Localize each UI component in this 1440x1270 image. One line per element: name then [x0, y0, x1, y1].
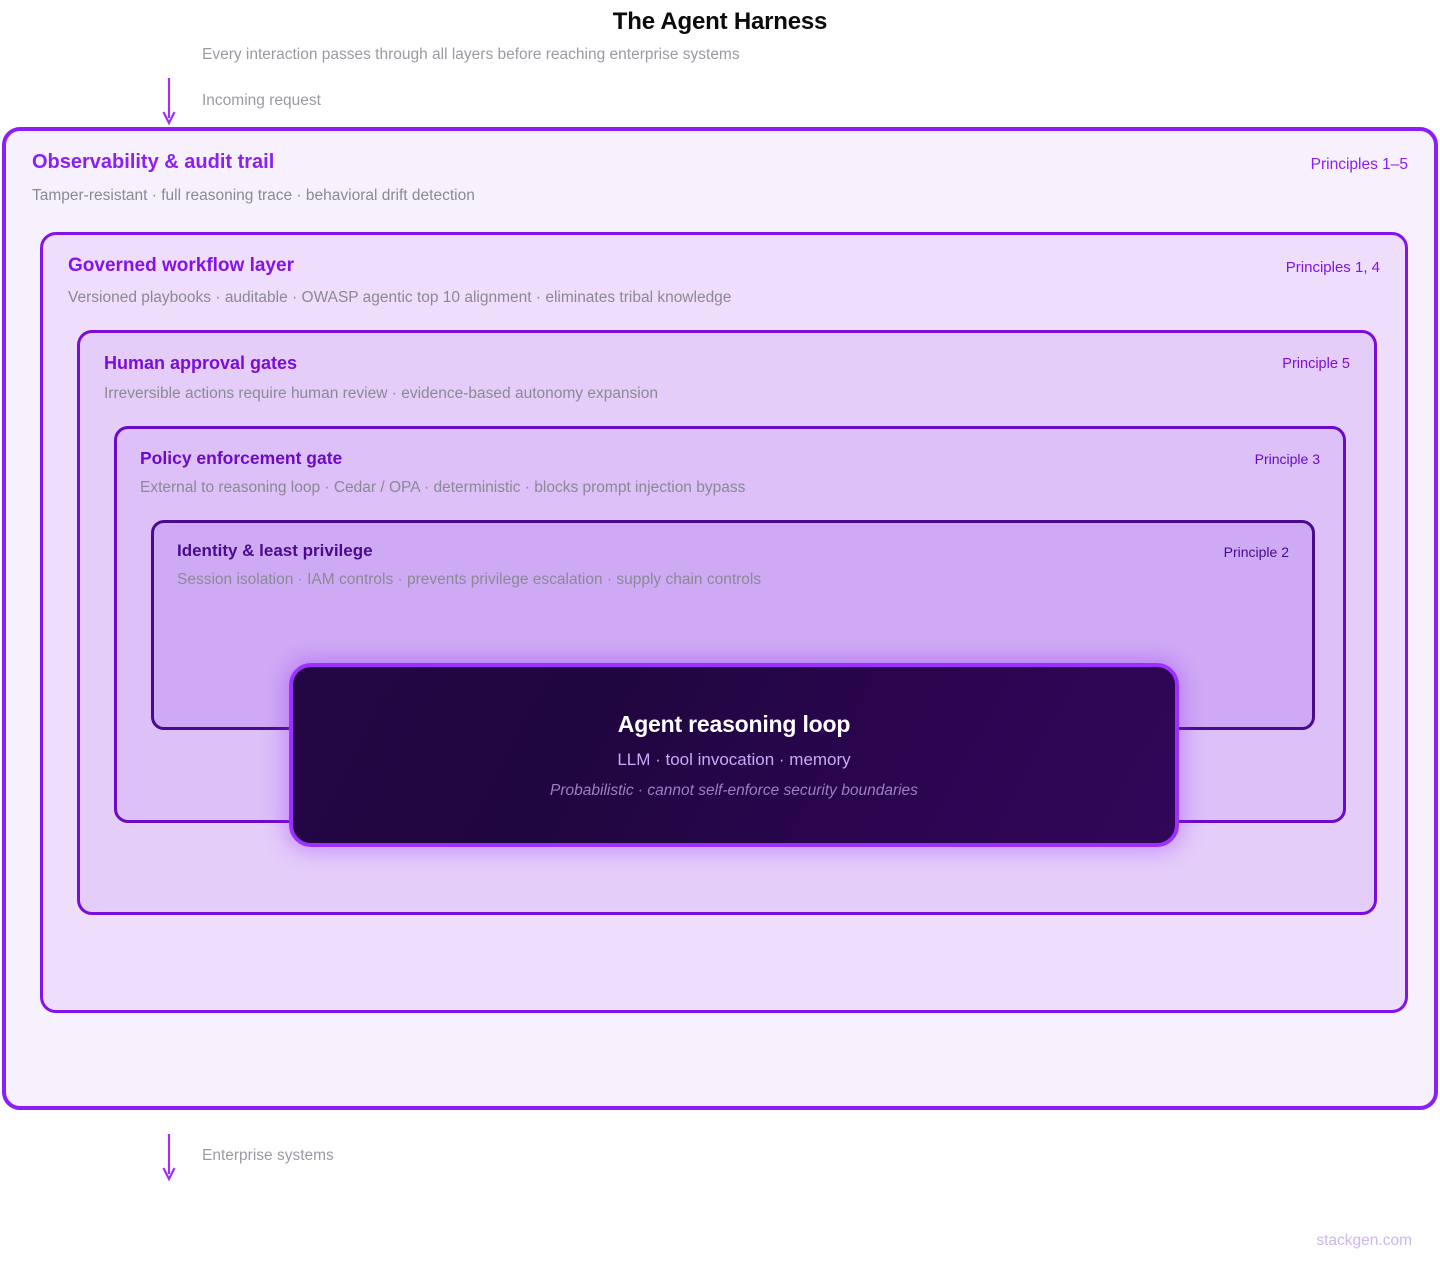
- layer-title: Governed workflow layer: [68, 255, 294, 276]
- incoming-request-label: Incoming request: [202, 92, 321, 109]
- layer-description: External to reasoning loop · Cedar / OPA…: [140, 479, 746, 496]
- incoming-arrow-icon: [157, 78, 181, 126]
- layer-identity-and-least-privilege[interactable]: Identity & least privilege Principle 2 S…: [151, 520, 1315, 847]
- core-agent-reasoning-loop[interactable]: Agent reasoning loop LLM · tool invocati…: [289, 663, 1179, 847]
- layer-principle-badge: Principle 2: [1223, 544, 1289, 560]
- layer-title: Identity & least privilege: [177, 541, 373, 560]
- page-title: The Agent Harness: [612, 8, 828, 35]
- layer-title: Observability & audit trail: [32, 151, 275, 173]
- layer-description: Tamper-resistant · full reasoning trace …: [32, 187, 475, 204]
- layer-principle-badge: Principle 5: [1282, 356, 1350, 372]
- core-title: Agent reasoning loop: [617, 710, 851, 737]
- core-subtitle: LLM · tool invocation · memory: [617, 749, 851, 769]
- layer-title: Human approval gates: [104, 353, 298, 373]
- enterprise-systems-label: Enterprise systems: [202, 1147, 334, 1164]
- layer-title: Policy enforcement gate: [140, 448, 343, 468]
- layer-description: Irreversible actions require human revie…: [104, 385, 658, 402]
- layer-governed-workflow-layer[interactable]: Governed workflow layer Principles 1, 4 …: [40, 232, 1408, 1013]
- layer-human-approval-gates[interactable]: Human approval gates Principle 5 Irrever…: [77, 330, 1377, 915]
- layer-principle-badge: Principles 1–5: [1310, 156, 1408, 173]
- layer-description: Versioned playbooks · auditable · OWASP …: [68, 289, 732, 306]
- layer-policy-enforcement-gate[interactable]: Policy enforcement gate Principle 3 Exte…: [114, 426, 1346, 847]
- layer-principle-badge: Principle 3: [1254, 451, 1320, 467]
- outgoing-arrow-icon: [157, 1134, 181, 1182]
- layer-observability-and-audit-trail[interactable]: Observability & audit trail Principles 1…: [2, 127, 1438, 1110]
- layer-description: Session isolation · IAM controls · preve…: [177, 571, 762, 588]
- core-note: Probabilistic · cannot self-enforce secu…: [550, 781, 918, 799]
- page-subtitle: Every interaction passes through all lay…: [202, 46, 740, 63]
- watermark: stackgen.com: [1316, 1232, 1412, 1249]
- layer-principle-badge: Principles 1, 4: [1285, 259, 1380, 276]
